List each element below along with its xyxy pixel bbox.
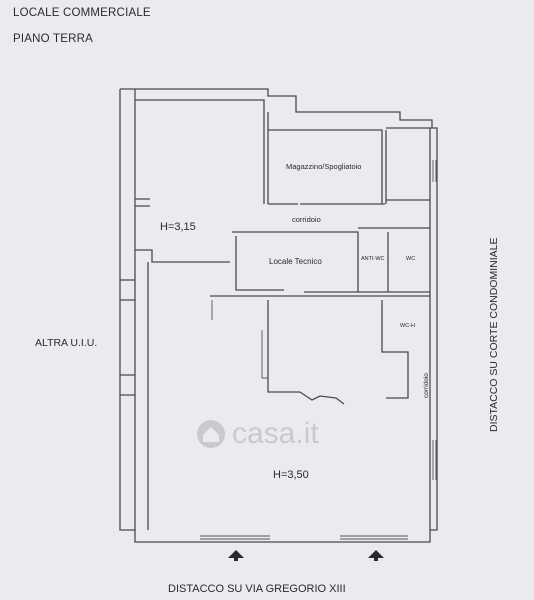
room-wc: WC xyxy=(406,256,415,262)
upper-partitions xyxy=(135,112,430,297)
home-icon xyxy=(197,420,225,448)
adjacent-left: ALTRA U.I.U. xyxy=(35,337,97,349)
room-locale-tecnico: Locale Tecnico xyxy=(269,257,322,266)
plan-title: LOCALE COMMERCIALE xyxy=(13,7,151,19)
height-upper: H=3,15 xyxy=(160,221,196,233)
room-magazzino: Magazzino/Spogliatoio xyxy=(286,162,361,171)
facade-openings xyxy=(200,160,437,540)
outer-walls xyxy=(119,88,438,543)
plan-floor: PIANO TERRA xyxy=(13,33,93,45)
height-main: H=3,50 xyxy=(273,469,309,481)
lower-partitions xyxy=(211,300,409,405)
room-corridoio-top: corridoio xyxy=(292,215,321,224)
room-wc-h: WC-H xyxy=(400,323,415,329)
watermark: casa.it xyxy=(197,417,319,450)
watermark-text: casa.it xyxy=(232,417,319,450)
room-corridoio-side: corridoio xyxy=(423,373,430,398)
adjacent-right: DISTACCO SU CORTE CONDOMINIALE xyxy=(488,238,500,432)
arrow-up-icon xyxy=(228,550,244,561)
arrow-up-icon xyxy=(368,550,384,561)
room-anti-wc: ANTI-WC xyxy=(361,256,385,262)
adjacent-bottom: DISTACCO SU VIA GREGORIO XIII xyxy=(168,583,346,595)
